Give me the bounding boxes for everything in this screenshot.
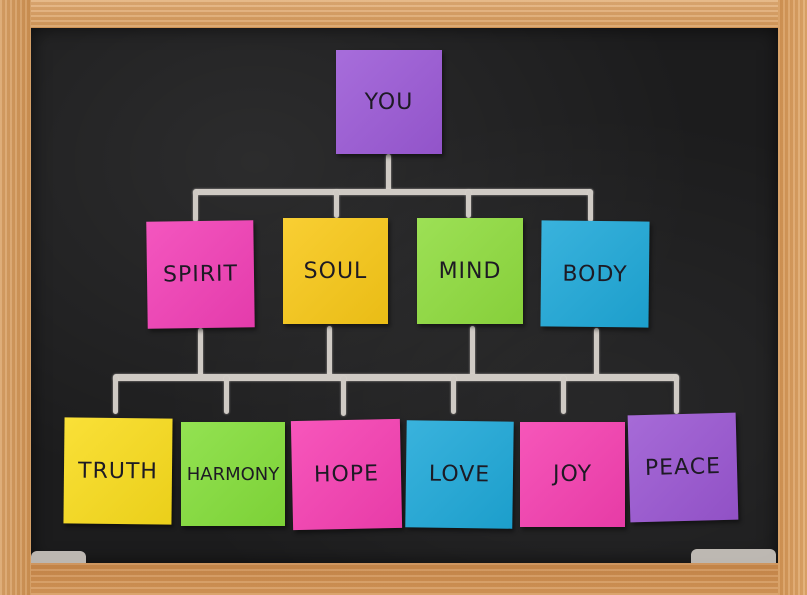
note-body: BODY (540, 220, 650, 328)
frame-left (0, 0, 31, 595)
chalk-drop-hope (341, 376, 346, 416)
note-label: BODY (562, 261, 628, 287)
note-hope: HOPE (290, 418, 403, 531)
note-label: LOVE (428, 461, 491, 488)
chalk-dust-left (31, 551, 86, 563)
note-label: MIND (438, 258, 502, 284)
chalk-drop-joy (561, 376, 566, 414)
chalk-rise-body (594, 328, 599, 376)
note-love: LOVE (405, 420, 514, 529)
note-truth: TRUTH (63, 417, 173, 525)
chalk-bar-top (193, 189, 593, 195)
note-mind: MIND (417, 218, 523, 324)
note-label: HARMONY (186, 463, 280, 485)
chalk-rise-soul (327, 326, 332, 376)
note-peace: PEACE (627, 412, 739, 523)
note-soul: SOUL (283, 218, 388, 324)
note-spirit: SPIRIT (146, 220, 255, 329)
frame-right (778, 0, 807, 595)
chalk-drop-mind (466, 190, 471, 218)
note-harmony: HARMONY (181, 422, 285, 526)
note-label: YOU (364, 89, 414, 115)
chalk-bar-bottom (113, 374, 679, 381)
chalk-drop-body (588, 190, 593, 222)
chalk-dust-right (691, 549, 776, 563)
frame-top (0, 0, 807, 29)
chalk-drop-spirit (193, 190, 198, 222)
chalk-drop-peace (674, 376, 679, 414)
note-label: JOY (552, 462, 593, 487)
chalk-drop-soul (334, 190, 339, 218)
note-label: HOPE (313, 461, 380, 488)
note-label: SOUL (303, 258, 368, 284)
note-you: YOU (336, 50, 442, 154)
chalk-drop-love (451, 376, 456, 414)
note-label: TRUTH (77, 458, 159, 484)
chalkboard: YOU SPIRIT SOUL MIND BODY TRUTH HARMONY … (31, 28, 778, 563)
frame-bottom (0, 563, 807, 595)
chalk-drop-harmony (224, 376, 229, 414)
chalk-drop-truth (113, 376, 118, 414)
note-label: SPIRIT (162, 261, 239, 288)
note-joy: JOY (520, 422, 625, 527)
chalk-rise-mind (470, 326, 475, 376)
chalk-rise-spirit (198, 328, 203, 376)
note-label: PEACE (644, 454, 722, 481)
chalk-stem-root (386, 154, 391, 192)
